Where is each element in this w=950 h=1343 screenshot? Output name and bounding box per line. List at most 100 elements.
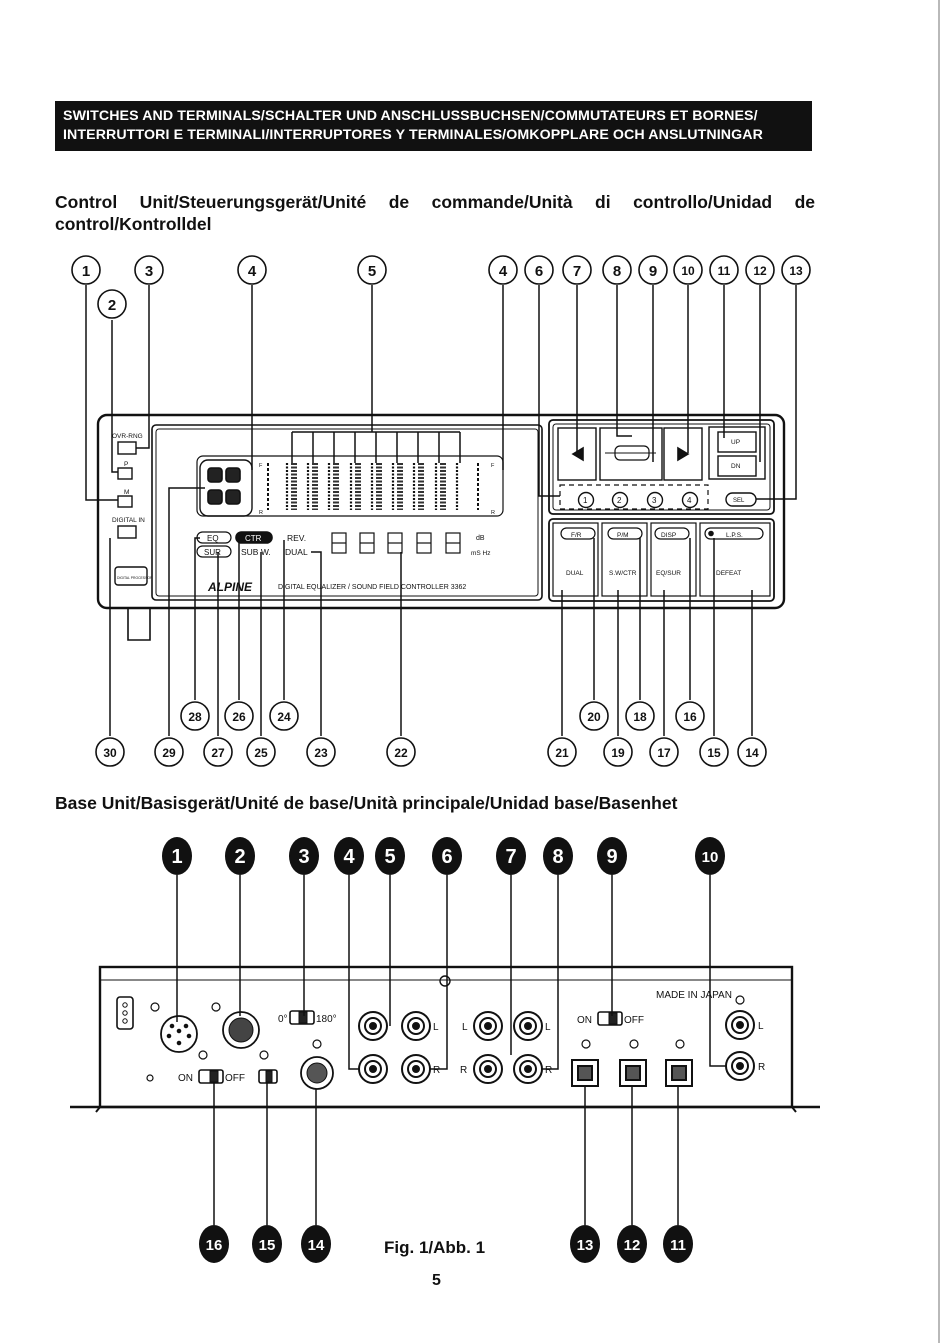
label-digital-processor: DIGITAL PROCESSOR (117, 576, 153, 580)
callout-b4: 4 (343, 846, 355, 868)
header-line-2: INTERRUTTORI E TERMINALI/INTERRUPTORES Y… (63, 127, 763, 143)
label-r-left: R (259, 510, 263, 516)
label-dn: DN (731, 463, 741, 470)
callout-c17: 17 (657, 746, 671, 760)
callout-c16: 16 (683, 710, 697, 724)
brand-logo: ALPINE (207, 580, 253, 594)
callout-c24: 24 (277, 710, 291, 724)
label-ctr: CTR (245, 534, 262, 543)
callout-c6: 6 (535, 263, 543, 280)
callout-c22: 22 (394, 746, 408, 760)
header-line-1: SWITCHES AND TERMINALS/SCHALTER UND ANSC… (63, 108, 758, 124)
preset-2: 2 (617, 496, 622, 505)
callout-c25: 25 (254, 746, 268, 760)
callout-c11: 11 (718, 264, 731, 278)
callout-c21: 21 (555, 746, 569, 760)
label-sur: SUR (204, 548, 221, 557)
callout-b6: 6 (441, 846, 452, 868)
label-lps: L.P.S. (726, 532, 743, 539)
callout-c13: 13 (789, 264, 803, 278)
label-dual: DUAL (285, 547, 308, 557)
page-edge (938, 0, 940, 1343)
label-fr: F/R (571, 532, 582, 539)
callout-c4b: 4 (499, 263, 508, 280)
callout-c9: 9 (649, 263, 657, 280)
callout-c30: 30 (103, 746, 117, 760)
callout-b5: 5 (384, 846, 395, 868)
callout-b11: 11 (670, 1237, 686, 1254)
label-l-3: L (545, 1022, 551, 1033)
model-name: DIGITAL EQUALIZER / SOUND FIELD CONTROLL… (278, 584, 466, 591)
callout-b15: 15 (259, 1237, 276, 1254)
label-ovr-rng: OVR-RNG (112, 433, 143, 440)
callout-c28: 28 (188, 710, 202, 724)
callout-c23: 23 (314, 746, 328, 760)
label-f-right: F (491, 463, 495, 469)
label-off-right: OFF (624, 1015, 644, 1026)
label-on-left: ON (178, 1073, 193, 1084)
callout-b12: 12 (624, 1237, 641, 1254)
label-up: UP (731, 439, 740, 446)
callout-b7: 7 (505, 846, 516, 868)
label-p: P (124, 461, 128, 468)
callout-c20: 20 (587, 710, 601, 724)
label-digital-in: DIGITAL IN (112, 517, 145, 524)
label-r-right: R (491, 510, 495, 516)
label-on-right: ON (577, 1015, 592, 1026)
button-dual-label: DUAL (566, 570, 584, 577)
callout-c12: 12 (753, 264, 767, 278)
callout-b16: 16 (206, 1237, 223, 1254)
label-m: M (124, 489, 129, 496)
label-0-deg: 0° (278, 1014, 288, 1025)
control-unit-title: Control Unit/Steuerungsgerät/Unité de co… (55, 192, 815, 234)
control-unit-body (96, 413, 786, 610)
button-defeat-label: DEFEAT (716, 570, 741, 577)
callout-b9: 9 (606, 846, 617, 868)
label-f-left: F (259, 463, 263, 469)
page-number: 5 (432, 1272, 441, 1289)
base-unit-figure (70, 875, 820, 1225)
label-l-4: L (758, 1021, 764, 1032)
label-180-deg: 180° (316, 1014, 337, 1025)
callout-c27: 27 (211, 746, 225, 760)
callout-c3: 3 (145, 263, 153, 280)
label-r-1: R (433, 1065, 440, 1076)
callout-c29: 29 (162, 746, 176, 760)
callout-c18: 18 (633, 710, 647, 724)
base-unit-title: Base Unit/Basisgerät/Unité de base/Unità… (55, 793, 678, 813)
label-r-4: R (758, 1062, 765, 1073)
figure-caption: Fig. 1/Abb. 1 (384, 1238, 486, 1257)
callout-c15: 15 (707, 746, 721, 760)
callout-c10: 10 (681, 264, 695, 278)
callout-c19: 19 (611, 746, 625, 760)
callout-b10: 10 (702, 849, 719, 866)
callout-c8: 8 (613, 263, 621, 280)
callout-c2: 2 (108, 297, 116, 314)
callout-b3: 3 (298, 846, 309, 868)
callout-c26: 26 (232, 710, 246, 724)
label-off-left: OFF (225, 1073, 245, 1084)
label-made-in-japan: MADE IN JAPAN (656, 990, 732, 1001)
preset-1: 1 (583, 496, 588, 505)
label-l-1: L (433, 1022, 439, 1033)
label-r-2: R (460, 1065, 467, 1076)
callout-c5: 5 (368, 263, 376, 280)
label-db: dB (476, 535, 485, 542)
callout-b1: 1 (171, 846, 182, 868)
label-pm: P/M (617, 532, 629, 539)
callout-c1: 1 (82, 263, 90, 280)
label-disp: DISP (661, 532, 676, 539)
callout-b8: 8 (552, 846, 563, 868)
callout-c14: 14 (745, 746, 759, 760)
callout-b13: 13 (577, 1237, 594, 1254)
button-eqsur-label: EQ/SUR (656, 570, 681, 577)
label-l-2: L (462, 1022, 468, 1033)
callout-b14: 14 (308, 1237, 325, 1254)
label-ms-hz: mS Hz (471, 550, 491, 557)
callout-c4a: 4 (248, 263, 257, 280)
preset-3: 3 (652, 496, 657, 505)
label-r-3: R (545, 1065, 552, 1076)
section-header: SWITCHES AND TERMINALS/SCHALTER UND ANSC… (55, 101, 812, 151)
label-sub-w: SUB W. (241, 547, 271, 557)
